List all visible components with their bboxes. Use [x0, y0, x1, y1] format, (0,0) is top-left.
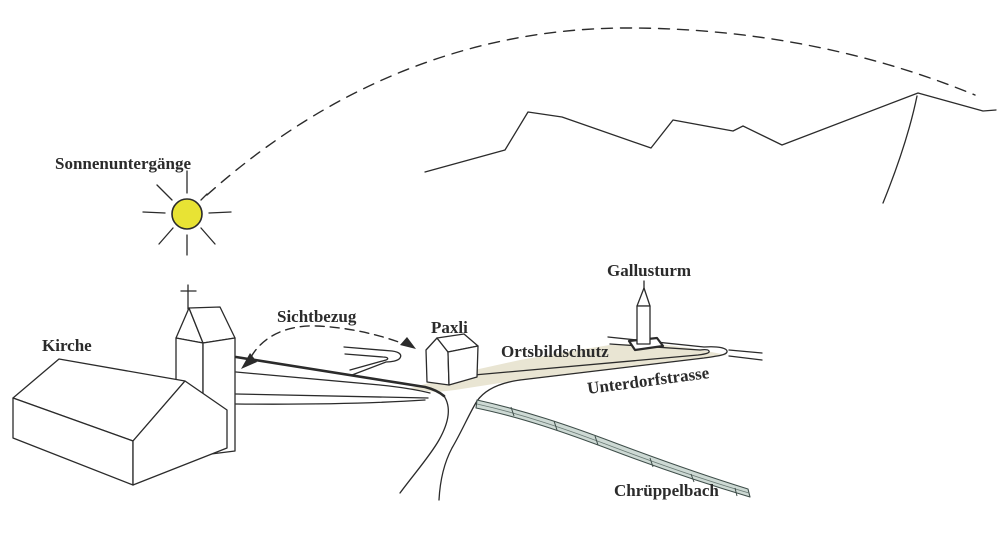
label-church: Kirche: [42, 336, 92, 355]
stream-center-line: [476, 403, 750, 494]
street-stub-upper: [728, 349, 763, 354]
label-gallus-tower: Gallusturm: [607, 261, 691, 280]
stream: [475, 399, 751, 498]
label-stream: Chrüppelbach: [614, 481, 719, 500]
sight-arrowhead-left: [241, 353, 257, 369]
lower-road-upper-edge: [235, 393, 429, 399]
church-building: [12, 358, 228, 486]
mountain-ridge: [424, 92, 997, 204]
sight-arc: [250, 325, 405, 358]
sun-rays: [142, 170, 232, 256]
cross-icon: [180, 284, 197, 310]
paxli-house: [425, 333, 479, 386]
sun-disc: [171, 198, 203, 230]
street-outer-edge: [519, 336, 728, 381]
gallus-tower: [627, 280, 665, 352]
sight-arrowhead-right: [400, 337, 416, 349]
nave-front-gable: [132, 380, 228, 486]
driveway-switchback: [343, 346, 402, 376]
label-paxli: Paxli: [431, 318, 468, 337]
mountain-cliff-line: [882, 95, 918, 204]
church-road-lower-edge: [235, 371, 431, 394]
street-stub-lower: [728, 355, 763, 361]
stream-band: [475, 399, 751, 498]
townscape-protection-area: [408, 343, 727, 392]
downhill-road-right-edge: [438, 379, 521, 501]
gallus-tower-body: [636, 305, 651, 345]
sun-path-arc: [206, 27, 976, 196]
label-townscape-protection: Ortsbildschutz: [501, 342, 609, 361]
label-sunsets: Sonnenuntergänge: [55, 154, 191, 173]
downhill-road-left-edge: [399, 395, 449, 494]
sun-icon: [142, 170, 232, 256]
church-road-upper-edge: [234, 355, 446, 398]
street-inner-edge: [451, 343, 710, 378]
sight-relation-arrow: [241, 325, 416, 369]
stream-ticks: [510, 406, 738, 497]
paxli-side-wall: [447, 345, 479, 386]
road-network: [234, 336, 763, 501]
gallus-tower-spire: [636, 287, 651, 307]
label-sight-relation: Sichtbezug: [277, 307, 357, 326]
lower-road-lower-edge: [235, 399, 426, 405]
